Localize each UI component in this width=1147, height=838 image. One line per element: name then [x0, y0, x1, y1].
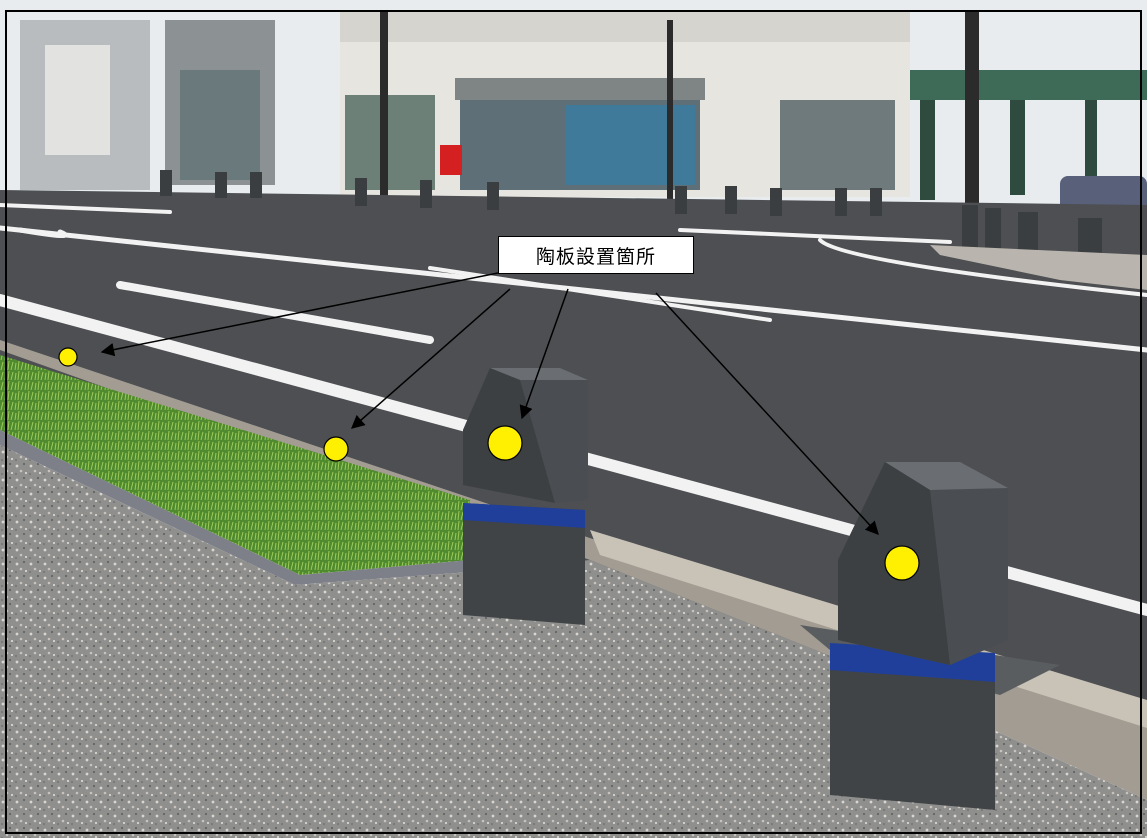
photo-border — [5, 10, 1142, 834]
location-marker-3 — [487, 425, 523, 461]
grass-strip — [0, 355, 470, 575]
far-sidewalk — [930, 245, 1147, 290]
buildings — [20, 12, 1147, 252]
arrow-to-marker-1 — [100, 272, 499, 357]
bollard-near-left — [463, 368, 588, 625]
location-marker-1 — [58, 347, 78, 367]
grass-edging — [0, 430, 470, 585]
tile-location-markers — [58, 347, 920, 581]
annotation-arrows — [100, 272, 879, 535]
arrow-to-marker-4 — [655, 292, 879, 535]
callout-label: 陶板設置箇所 — [498, 236, 694, 274]
arrow-to-marker-2 — [350, 288, 511, 429]
location-marker-2 — [323, 436, 349, 462]
location-marker-4 — [884, 545, 920, 581]
arrow-to-marker-3 — [519, 288, 569, 420]
curb — [0, 340, 1147, 800]
